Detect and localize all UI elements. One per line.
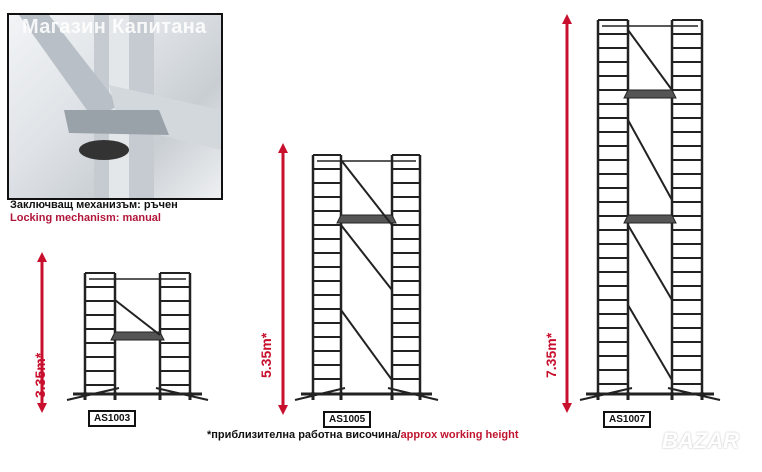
outrigger (66, 387, 120, 401)
diagonal-brace (340, 159, 393, 226)
platform (623, 214, 677, 224)
arrow-head (37, 403, 47, 413)
footnote: *приблизителна работна височина/approx w… (207, 429, 519, 441)
locking-mechanism-illustration (19, 15, 221, 198)
height-label-as1003: 3.35m* (32, 352, 48, 398)
arrow-head (562, 14, 572, 24)
arrow-head (37, 252, 47, 262)
watermark: Магазин Капитана (22, 16, 207, 38)
outrigger (387, 387, 439, 401)
diagonal-brace (340, 309, 393, 381)
diagonal-brace (627, 304, 673, 381)
platform (623, 89, 677, 99)
bazar-logo: BAZAR (662, 428, 739, 453)
platform (110, 331, 165, 341)
caption-en: Locking mechanism: manual (10, 212, 161, 224)
caption-bg: Заключващ механизъм: ръчен (10, 199, 178, 211)
arrow-head (278, 405, 288, 415)
locking-mechanism-photo (7, 13, 223, 200)
diagonal-brace (340, 224, 393, 291)
model-label-as1005: AS1005 (323, 411, 372, 428)
diagonal-brace (627, 119, 673, 201)
height-label-as1007: 7.35m* (543, 332, 559, 378)
height-label-as1005: 5.35m* (258, 332, 274, 378)
platform (336, 214, 397, 224)
diagonal-brace (627, 29, 673, 91)
arrow-head (562, 403, 572, 413)
outrigger (294, 387, 346, 401)
outrigger (579, 387, 633, 401)
outrigger (667, 387, 721, 401)
arrow-head (278, 143, 288, 153)
diagonal-brace (627, 224, 673, 301)
model-label-as1003: AS1003 (88, 410, 137, 427)
outrigger (155, 387, 209, 401)
diagonal-brace (114, 299, 161, 336)
model-label-as1007: AS1007 (603, 411, 652, 428)
footnote-bg: *приблизителна работна височина/ (207, 429, 401, 441)
footnote-en: approx working height (400, 429, 519, 441)
